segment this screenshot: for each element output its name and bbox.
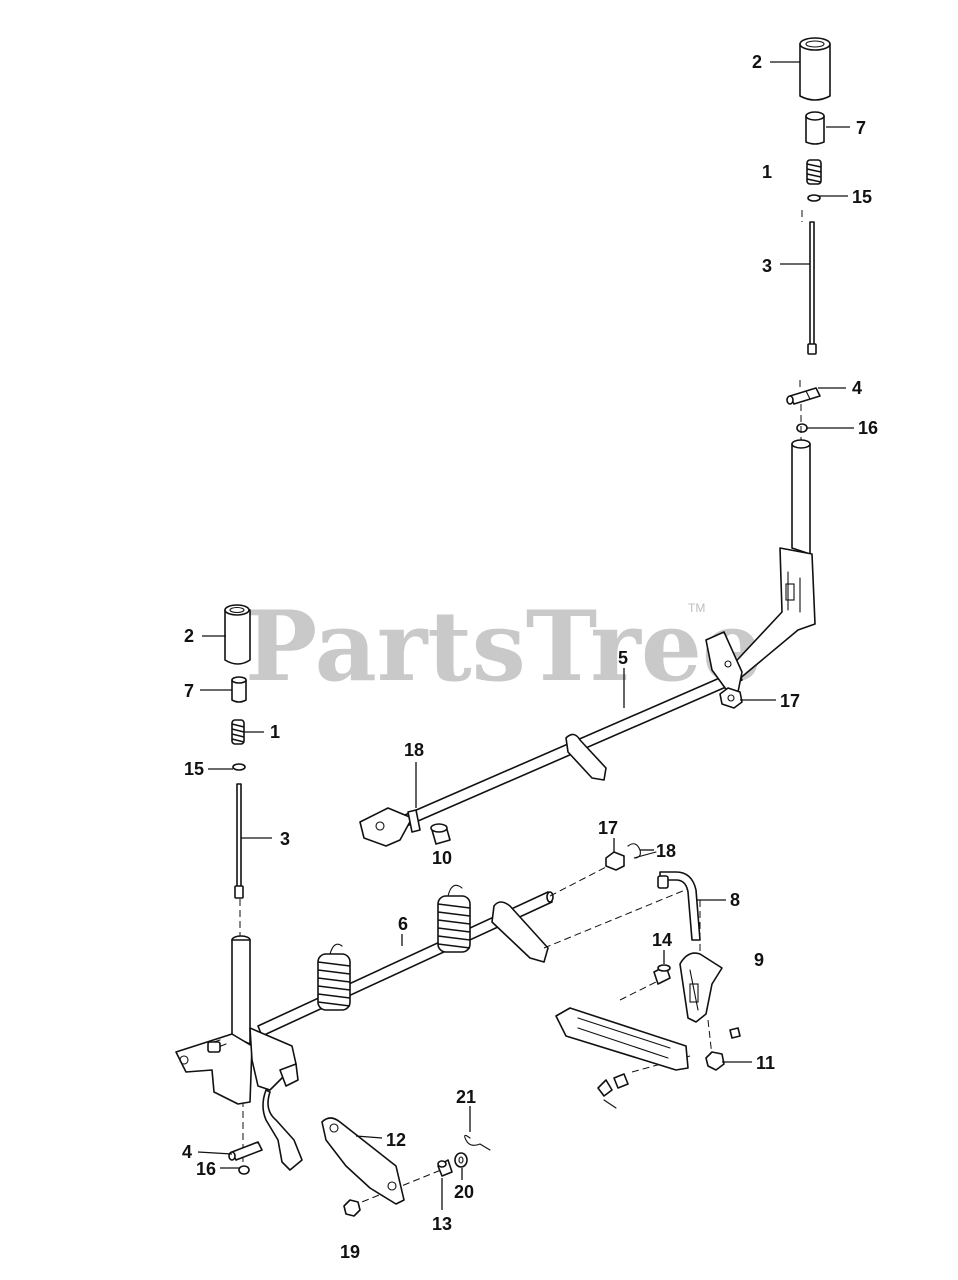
washer-right[interactable] [807,194,821,202]
grip-tube-left[interactable] [224,604,251,665]
nut-right[interactable] [796,423,808,433]
crank-clevis-left[interactable] [262,1063,303,1171]
hair-pin-clip-upper[interactable] [627,843,657,859]
shoulder-bolt[interactable] [653,964,671,985]
flange-nut-lower[interactable] [605,851,625,871]
callout-21: 21 [456,1087,476,1107]
washer-left[interactable] [232,763,246,771]
callout-18-upper: 18 [404,740,424,760]
callout-7-right: 7 [856,118,866,138]
nut-left[interactable] [238,1165,250,1175]
callout-8: 8 [730,890,740,910]
callout-17-upper: 17 [780,691,800,711]
callout-1-left: 1 [270,722,280,742]
callout-9: 9 [754,950,764,970]
callout-4-left: 4 [182,1142,192,1162]
callout-13: 13 [432,1214,452,1234]
callout-3-right: 3 [762,256,772,276]
callout-20: 20 [454,1182,474,1202]
pin-left[interactable] [228,1141,263,1161]
spring-left[interactable] [231,719,245,745]
callout-16-left: 16 [196,1159,216,1179]
hex-nut[interactable] [705,1027,741,1071]
callout-4-right: 4 [852,378,862,398]
extension-spring-left[interactable] [317,943,351,1011]
sleeve-left[interactable] [231,676,247,703]
lock-nut[interactable] [343,1199,361,1217]
callout-3-left: 3 [280,829,290,849]
bar-hardware[interactable] [597,1073,629,1109]
callout-18-lower: 18 [656,841,676,861]
flat-washer[interactable] [454,1152,468,1168]
right-lever-assembly [725,37,831,681]
hair-pin-clip-lower[interactable] [464,1134,491,1151]
bushing[interactable] [430,823,451,845]
leader-lines [197,61,854,1210]
callout-19: 19 [340,1242,360,1262]
trademark-mark: TM [688,601,705,615]
link-rod[interactable] [657,871,701,941]
partstree-watermark: PartsTree [245,590,763,703]
callout-11: 11 [756,1053,775,1073]
callout-6: 6 [398,914,408,934]
spring-right[interactable] [806,159,822,185]
clevis-pin[interactable] [437,1159,453,1177]
left-lever-assembly [175,604,303,1175]
callout-10: 10 [432,848,452,868]
callout-labels: 2 7 1 15 3 4 16 5 17 18 10 17 18 8 6 14 … [182,52,878,1262]
callout-1-right: 1 [762,162,772,182]
grip-tube-right[interactable] [799,37,831,101]
callout-14: 14 [652,930,672,950]
callout-15-right: 15 [852,187,872,207]
adjust-link-bar[interactable] [555,1007,689,1071]
rod-right[interactable] [807,221,817,355]
cross-shaft-upper[interactable] [359,631,743,847]
callout-2-right: 2 [752,52,762,72]
pivot-bracket[interactable] [679,952,723,1023]
callout-2-left: 2 [184,626,194,646]
flange-nut-upper[interactable] [719,687,743,709]
callout-15-left: 15 [184,759,204,779]
lift-arm[interactable] [321,1117,405,1205]
callout-17-lower: 17 [598,818,618,838]
callout-7-left: 7 [184,681,194,701]
callout-5: 5 [618,648,628,668]
pin-right[interactable] [786,387,821,405]
callout-16-right: 16 [858,418,878,438]
callout-12: 12 [386,1130,406,1150]
extension-spring-right[interactable] [437,884,471,953]
rod-left[interactable] [234,783,244,899]
alignment-lines [239,210,803,1207]
sleeve-right[interactable] [805,111,825,145]
